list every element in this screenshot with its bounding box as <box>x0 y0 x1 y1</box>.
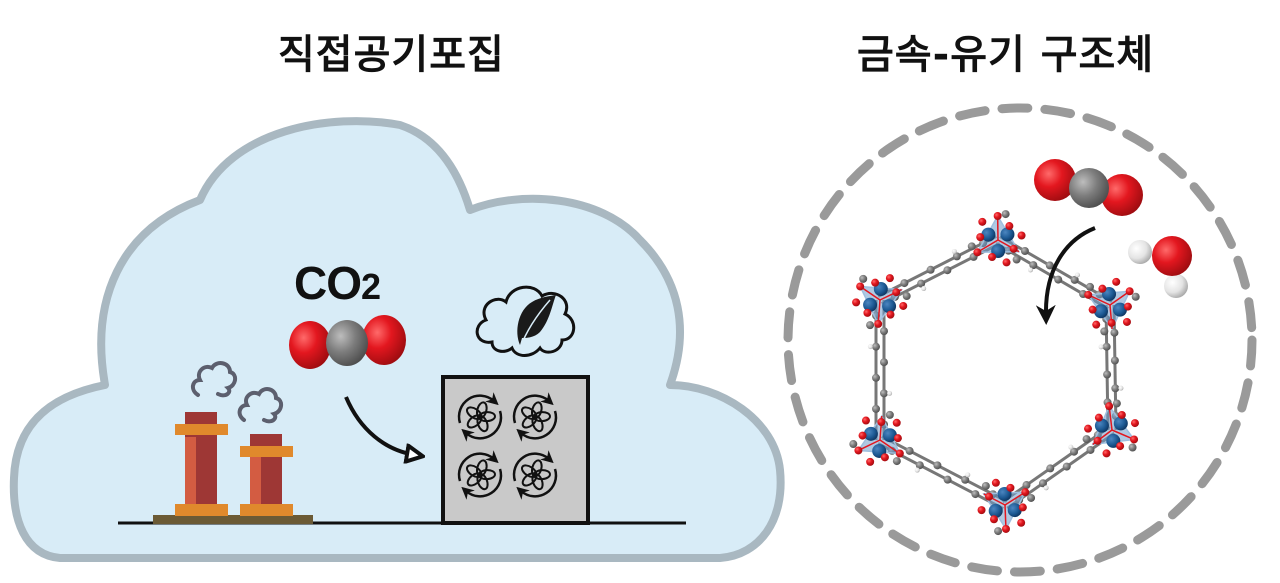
metal-cluster-node <box>1082 399 1139 458</box>
pore-zoom-dashed-circle <box>783 103 1257 577</box>
adsorption-arrow <box>1035 226 1096 325</box>
fan-icon <box>457 392 503 442</box>
mof-framework-structure <box>849 210 1140 536</box>
metal-cluster-node <box>849 410 904 466</box>
factory-chimneys-icon <box>153 412 313 524</box>
co2-molecule-icon <box>289 315 406 369</box>
factory-base <box>153 515 313 524</box>
metal-organic-framework-title: 금속-유기 구조체 <box>857 32 1155 78</box>
metal-cluster-node <box>967 210 1026 267</box>
direct-air-capture-unit <box>441 375 590 525</box>
fan-icon <box>512 392 558 442</box>
clean-air-leaf-cloud-icon <box>475 285 576 357</box>
co2-label: CO2 <box>294 257 381 309</box>
direct-air-capture-title: 직접공기포집 <box>278 32 505 78</box>
fan-icon <box>457 450 503 500</box>
metal-cluster-node <box>977 478 1036 536</box>
smoke-puffs-icon <box>191 361 283 424</box>
organic-linker <box>877 235 1001 305</box>
fan-icon <box>512 450 558 500</box>
water-molecule-icon <box>1128 236 1192 298</box>
co2-molecule-icon <box>1034 159 1143 216</box>
capture-arrow <box>344 396 415 455</box>
metal-cluster-node <box>1084 277 1140 336</box>
metal-cluster-node <box>852 274 911 330</box>
fan-icons <box>457 392 558 500</box>
